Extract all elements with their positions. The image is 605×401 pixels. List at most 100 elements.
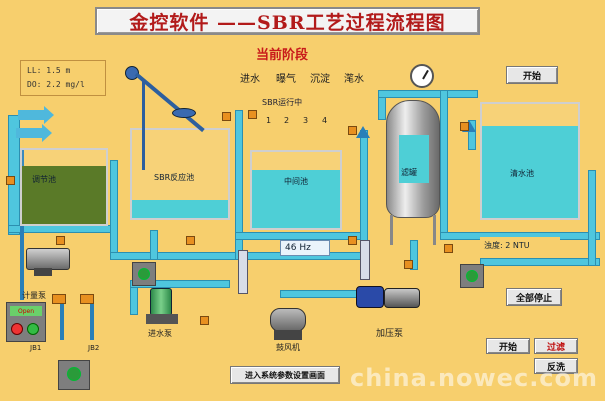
decanter-pipe (142, 80, 145, 170)
valve-icon[interactable] (186, 236, 195, 245)
meter-pump-icon[interactable] (26, 248, 70, 270)
filter-button[interactable]: 过滤 (534, 338, 578, 354)
pipe-segment (60, 300, 64, 340)
meter-pump-panel: Open (6, 302, 46, 342)
decanter-arm (134, 72, 205, 133)
press-pump-motor-icon[interactable] (356, 286, 384, 308)
flowmeter-icon (238, 250, 248, 294)
press-pump-status-panel[interactable] (460, 264, 484, 288)
jb1-label: JB1 (30, 344, 42, 352)
sbr-tank-label: SBR反应池 (154, 173, 195, 182)
meter-pump-base (34, 268, 52, 276)
pipe-segment (130, 280, 230, 288)
level-readout-box: LL: 1.5 m DO: 2.2 mg/l (20, 60, 106, 96)
pipe-segment (8, 225, 118, 233)
clear-tank-water (482, 126, 578, 218)
stage-step-aeration: 曝气 (276, 74, 296, 85)
adjust-tank-water (22, 166, 106, 224)
jb1-valve-icon[interactable] (52, 294, 66, 304)
middle-tank-water (252, 170, 340, 228)
pipe-segment (8, 115, 20, 235)
middle-tank-label: 中间池 (284, 177, 308, 186)
step-number-1: 1 (266, 116, 272, 125)
stage-step-decant: 滗水 (344, 74, 364, 85)
adjust-tank: 调节池 (20, 148, 108, 226)
flowmeter-icon (360, 240, 370, 280)
status-light-icon (67, 367, 81, 381)
page-title: 金控软件 ——SBR工艺过程流程图 (95, 7, 480, 35)
open-indicator: Open (10, 306, 42, 316)
clear-tank-label: 清水池 (510, 169, 534, 178)
status-light-icon (466, 270, 478, 282)
valve-icon[interactable] (6, 176, 15, 185)
level-ll: LL: 1.5 m (27, 66, 71, 75)
middle-tank: 中间池 (250, 150, 342, 230)
arrow-right-icon (42, 124, 52, 142)
level-do: DO: 2.2 mg/l (27, 80, 85, 89)
valve-icon[interactable] (348, 236, 357, 245)
step-number-4: 4 (322, 116, 328, 125)
sbr-status-label: SBR运行中 (262, 98, 303, 107)
pipe-segment (235, 232, 365, 240)
valve-icon[interactable] (56, 236, 65, 245)
arrow-right-icon (16, 128, 44, 138)
inlet-pump-status-panel[interactable] (132, 262, 156, 286)
stage-title: 当前阶段 (256, 48, 309, 63)
blower-base (274, 330, 302, 340)
inlet-pump-icon[interactable] (150, 288, 172, 316)
sbr-tank: SBR反应池 (130, 128, 230, 220)
stage-step-inlet: 进水 (240, 74, 260, 85)
filter-tank: 滤罐 (386, 100, 440, 218)
jb2-valve-icon[interactable] (80, 294, 94, 304)
backwash-button[interactable]: 反洗 (534, 358, 578, 374)
stage-step-settle: 沉淀 (310, 74, 330, 85)
settings-screen-button[interactable]: 进入系统参数设置画面 (230, 366, 340, 384)
jb2-label: JB2 (88, 344, 100, 352)
sbr-tank-water (132, 200, 228, 218)
pipe-segment (110, 160, 118, 260)
pipe-segment (130, 285, 138, 315)
valve-icon[interactable] (348, 126, 357, 135)
blower-icon[interactable] (270, 308, 306, 332)
filter-tank-water (399, 135, 429, 183)
valve-icon[interactable] (248, 110, 257, 119)
filter-leg (390, 215, 393, 245)
stop-button-red[interactable] (11, 323, 23, 335)
valve-icon[interactable] (200, 316, 209, 325)
arrow-up-icon (356, 126, 370, 138)
arrow-right-icon (18, 110, 46, 120)
pipe-segment (150, 230, 158, 260)
arrow-right-icon (44, 106, 54, 124)
pipe-segment (588, 170, 596, 266)
clear-tank: 清水池 (480, 102, 580, 220)
valve-icon[interactable] (404, 260, 413, 269)
status-light-icon (138, 268, 150, 280)
decanter-float-icon (172, 108, 196, 118)
valve-icon[interactable] (460, 122, 469, 131)
step-number-2: 2 (284, 116, 290, 125)
start-button-green[interactable] (27, 323, 39, 335)
inlet-pump-label: 进水泵 (148, 329, 172, 338)
adjust-tank-label: 调节池 (32, 175, 56, 184)
press-pump-icon[interactable] (384, 288, 420, 308)
blower-label: 鼓风机 (276, 343, 300, 352)
pipe-segment (90, 300, 94, 340)
filter-leg (433, 215, 436, 245)
pipe-segment (378, 90, 478, 98)
step-number-3: 3 (303, 116, 309, 125)
pipe-segment (440, 90, 448, 240)
pressure-gauge-icon (410, 64, 434, 88)
stop-all-button[interactable]: 全部停止 (506, 288, 562, 306)
valve-icon[interactable] (444, 244, 453, 253)
jb-status-panel[interactable] (58, 360, 90, 390)
turbidity-readout: 浊度: 2 NTU (480, 237, 560, 253)
pipe-segment (410, 240, 418, 270)
filter-tank-label: 滤罐 (401, 168, 417, 177)
pipe-segment (480, 258, 600, 266)
start-process-button[interactable]: 开始 (486, 338, 530, 354)
start-button[interactable]: 开始 (506, 66, 558, 84)
watermark-text: china.nowec.com (350, 364, 599, 392)
gauge-needle (422, 69, 429, 80)
valve-icon[interactable] (222, 112, 231, 121)
inlet-pump-base (146, 314, 178, 324)
